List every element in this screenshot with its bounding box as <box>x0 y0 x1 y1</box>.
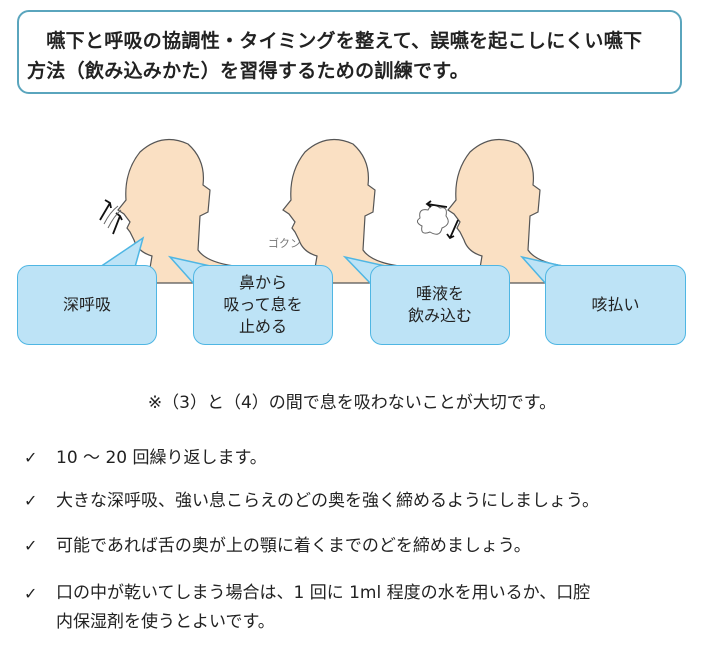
step-bubble-1: 深呼吸 <box>17 265 157 345</box>
cough-cloud-icon <box>416 200 459 240</box>
checklist-text: 可能であれば舌の奥が上の顎に着くまでのどを締めましょう。 <box>56 536 531 556</box>
note: ※（3）と（4）の間で息を吸わないことが大切です。 <box>147 393 557 413</box>
checklist-item: ✓ 大きな深呼吸、強い息こらえのどの奥を強く締めるようにしましょう。 <box>24 488 696 514</box>
checklist-item: ✓ 可能であれば舌の奥が上の顎に着くまでのどを締めましょう。 <box>24 533 696 559</box>
swallow-sound-label: ゴクン <box>268 236 301 250</box>
step-bubble-3: 唾液を 飲み込む <box>370 265 510 345</box>
check-icon: ✓ <box>24 491 38 510</box>
intro-box: 嚥下と呼吸の協調性・タイミングを整えて、誤嚥を起こしにくい嚥下 方法（飲み込みか… <box>17 10 682 94</box>
step-bubble-4: 咳払い <box>545 265 686 345</box>
check-icon: ✓ <box>24 536 38 555</box>
check-icon: ✓ <box>24 584 38 603</box>
checklist-item: ✓ 10 ～ 20 回繰り返します。 <box>24 445 696 471</box>
head-cough <box>447 138 583 284</box>
checklist-text: 大きな深呼吸、強い息こらえのどの奥を強く締めるようにしましょう。 <box>56 491 599 511</box>
checklist-text: 10 ～ 20 回繰り返します。 <box>56 448 267 468</box>
intro-line-1: 嚥下と呼吸の協調性・タイミングを整えて、誤嚥を起こしにくい嚥下 <box>27 30 643 52</box>
checklist-text: 口の中が乾いてしまう場合は、1 回に 1ml 程度の水を用いるか、口腔 内保湿剤… <box>56 583 591 632</box>
intro-line-2: 方法（飲み込みかた）を習得するための訓練です。 <box>27 60 470 82</box>
inhale-arrows-icon <box>99 199 123 235</box>
check-icon: ✓ <box>24 448 38 467</box>
checklist-item: ✓ 口の中が乾いてしまう場合は、1 回に 1ml 程度の水を用いるか、口腔 内保… <box>24 579 696 637</box>
step-bubble-2: 鼻から 吸って息を 止める <box>193 265 333 345</box>
